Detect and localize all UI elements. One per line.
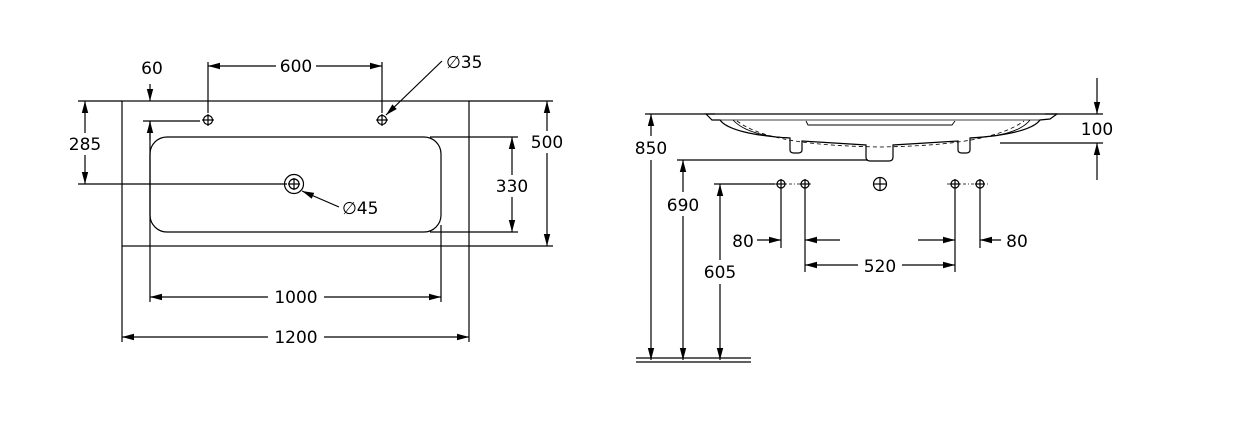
drain-hole-marker	[872, 176, 888, 192]
drain-diameter-label: ∅45	[342, 199, 378, 219]
hole-center-spacing-label: 520	[864, 257, 896, 277]
basin-width-label: 1000	[274, 288, 317, 308]
overall-width-label: 1200	[274, 328, 317, 348]
washbasin-outline	[121, 100, 470, 247]
tap-hole-right	[376, 114, 388, 126]
basin-depth-label: 330	[496, 177, 528, 197]
underside-height-label: 690	[667, 196, 699, 216]
tap-hole-diameter-label: ∅35	[446, 53, 482, 73]
tap-offset-label: 60	[141, 59, 163, 79]
dimension-overall-width	[121, 246, 470, 342]
hole-marker	[975, 179, 985, 189]
dimension-drain-offset	[78, 100, 287, 185]
drain-diameter-leader	[301, 190, 340, 208]
dimension-tap-offset	[143, 84, 200, 140]
dimension-bowl-depth	[1000, 78, 1103, 180]
dimension-basin-depth	[430, 136, 518, 233]
washbasin-profile	[704, 113, 1059, 162]
bowl-depth-label: 100	[1081, 120, 1113, 140]
drain-symbol	[283, 173, 305, 195]
tap-hole-left	[202, 114, 214, 126]
dimension-basin-width	[149, 121, 442, 302]
rim-height-label: 850	[635, 139, 667, 159]
hole-marker	[800, 179, 810, 189]
dimension-overall-depth	[469, 100, 553, 247]
hole-marker	[950, 179, 960, 189]
side-view	[636, 78, 1103, 363]
tap-spacing-label: 600	[280, 57, 312, 77]
dimension-fitting-height	[714, 183, 775, 360]
dimension-rim-height	[645, 113, 715, 360]
right-hole-spacing-label: 80	[1006, 232, 1028, 252]
dimension-tap-spacing	[207, 62, 383, 113]
floor-line	[636, 357, 751, 363]
connection-holes	[773, 176, 988, 192]
hole-marker	[776, 179, 786, 189]
drain-offset-label: 285	[69, 135, 101, 155]
top-view	[78, 60, 553, 342]
tap-hole-diameter-leader	[385, 60, 443, 116]
fitting-height-label: 605	[704, 263, 736, 283]
dimension-underside-height	[677, 159, 868, 360]
overall-depth-label: 500	[531, 133, 563, 153]
left-hole-spacing-label: 80	[732, 232, 754, 252]
